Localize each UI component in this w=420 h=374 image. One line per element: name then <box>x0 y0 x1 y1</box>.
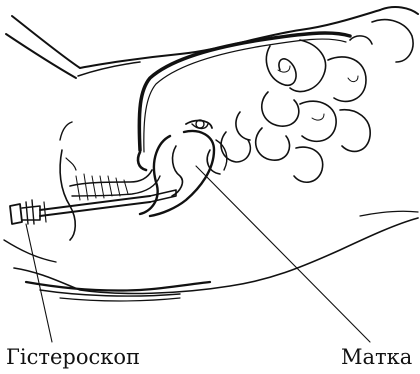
uterus-leader <box>196 166 370 342</box>
vaginal-canal <box>60 122 160 240</box>
hysteroscope-label: Гістероскоп <box>6 345 140 369</box>
abdominal-wall <box>139 33 350 152</box>
lower-body-contour <box>4 211 418 301</box>
uterus-label: Матка <box>341 345 412 369</box>
body-contour <box>6 7 418 78</box>
leader-lines <box>26 166 370 342</box>
